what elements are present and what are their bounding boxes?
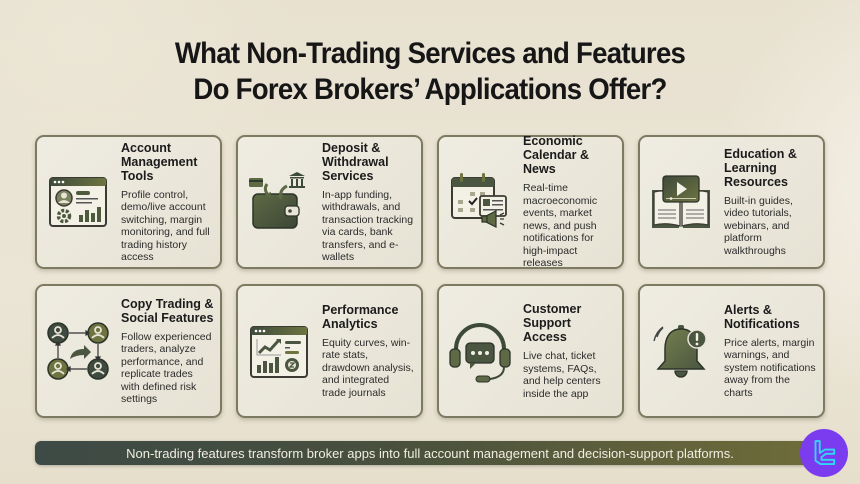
card-description: Live chat, ticket systems, FAQs, and hel… [523, 350, 601, 400]
feature-card-education: Education & Learning Resources Built-in … [638, 135, 825, 269]
feature-card-copy-trading: Copy Trading & Social Features Follow ex… [35, 284, 222, 418]
card-description: In-app funding, withdrawals, and transac… [322, 188, 414, 264]
brand-logo-icon [800, 429, 848, 477]
footer-text: Non-trading features transform broker ap… [126, 445, 734, 461]
feature-card-account-management: Account Management Tools Profile control… [35, 135, 222, 269]
feature-card-customer-support: Customer Support Access Live chat, ticke… [437, 284, 624, 418]
bell-alert-icon [648, 318, 714, 384]
card-title: Alerts & Notifications [724, 302, 800, 331]
card-description: Equity curves, win-rate stats, drawdown … [322, 336, 414, 399]
title-line-2: Do Forex Brokers’ Applications Offer? [193, 73, 667, 106]
book-video-icon [648, 169, 714, 235]
card-description: Profile control, demo/live account switc… [121, 188, 210, 264]
feature-card-alerts: Alerts & Notifications Price alerts, mar… [638, 284, 825, 418]
account-dashboard-icon [45, 169, 111, 235]
card-description: Real-time macroeconomic events, market n… [523, 182, 598, 270]
headset-chat-icon [447, 318, 513, 384]
page-title: What Non-Trading Services and Features D… [34, 36, 825, 108]
card-description: Built-in guides, video tutorials, webina… [724, 194, 793, 257]
copy-trading-network-icon [45, 318, 111, 384]
card-title: Account Management Tools [121, 140, 198, 183]
card-title: Deposit & Withdrawal Services [322, 140, 389, 183]
card-title: Copy Trading & Social Features [121, 296, 214, 325]
calendar-news-icon [447, 169, 513, 235]
wallet-deposit-icon [246, 169, 312, 235]
feature-grid: Account Management Tools Profile control… [35, 134, 825, 418]
footer-summary-bar: Non-trading features transform broker ap… [35, 441, 825, 465]
card-title: Customer Support Access [523, 302, 582, 344]
analytics-dashboard-icon [246, 318, 312, 384]
card-description: Price alerts, margin warnings, and syste… [724, 336, 816, 399]
feature-card-economic-calendar: Economic Calendar & News Real-time macro… [437, 134, 624, 270]
card-title: Performance Analytics [322, 302, 399, 331]
card-title: Economic Calendar & News [523, 134, 589, 177]
feature-card-performance-analytics: Performance Analytics Equity curves, win… [236, 284, 423, 418]
feature-card-deposit-withdrawal: Deposit & Withdrawal Services In-app fun… [236, 135, 423, 269]
card-title: Education & Learning Resources [724, 146, 797, 189]
card-description: Follow experienced traders, analyze perf… [121, 330, 212, 406]
title-line-1: What Non-Trading Services and Features [174, 37, 686, 70]
